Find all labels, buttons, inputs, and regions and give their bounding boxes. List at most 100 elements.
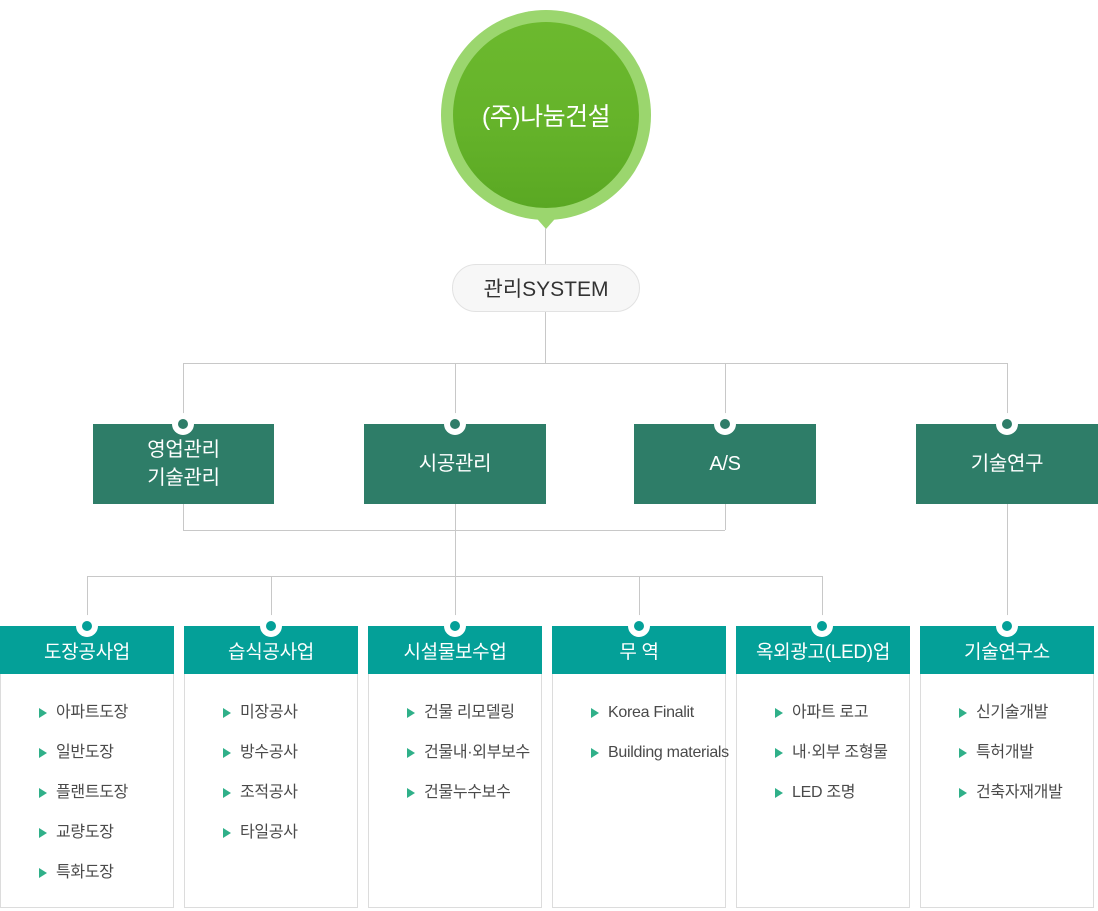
connector-dot-col-5 — [811, 615, 833, 637]
bullet-arrow-icon — [775, 708, 783, 718]
list-item-label: 플랜트도장 — [56, 784, 129, 801]
list-item-label: 건물 리모델링 — [424, 704, 515, 721]
connector-dot-col-6 — [996, 615, 1018, 637]
list-item[interactable]: 신기술개발 — [921, 693, 1093, 733]
column-header-research-institute[interactable]: 기술연구소 — [920, 626, 1094, 674]
connector-drop-construction — [455, 363, 456, 424]
bullet-arrow-icon — [223, 748, 231, 758]
list-item[interactable]: Korea Finalit — [553, 693, 725, 733]
bullet-arrow-icon — [959, 748, 967, 758]
bullet-arrow-icon — [959, 708, 967, 718]
list-item[interactable]: 타일공사 — [185, 813, 357, 853]
connector-dot-sales-tech — [172, 413, 194, 435]
dept-box-construction[interactable]: 시공관리 — [364, 424, 546, 504]
list-item[interactable]: 특허개발 — [921, 733, 1093, 773]
list-item[interactable]: 방수공사 — [185, 733, 357, 773]
list-item[interactable]: Building materials — [553, 733, 729, 773]
root-node-tail — [531, 212, 561, 229]
list-item-label: 일반도장 — [56, 744, 114, 761]
column-wet-works: 습식공사업 미장공사 방수공사 조적공사 타일공사 — [184, 626, 358, 908]
column-body-wet-works: 미장공사 방수공사 조적공사 타일공사 — [184, 674, 358, 908]
column-body-facility-repair: 건물 리모델링 건물내·외부보수 건물누수보수 — [368, 674, 542, 908]
list-item-label: 내·외부 조형물 — [792, 744, 888, 761]
column-body-research-institute: 신기술개발 특허개발 건축자재개발 — [920, 674, 1094, 908]
column-painting: 도장공사업 아파트도장 일반도장 플랜트도장 교량도장 특화도장 — [0, 626, 174, 908]
connector-sales-down — [183, 504, 184, 530]
connector-drop-rnd — [1007, 363, 1008, 424]
bullet-arrow-icon — [223, 788, 231, 798]
bullet-arrow-icon — [39, 788, 47, 798]
bullet-arrow-icon — [775, 748, 783, 758]
connector-dot-as — [714, 413, 736, 435]
bullet-arrow-icon — [39, 708, 47, 718]
dept-box-rnd[interactable]: 기술연구 — [916, 424, 1098, 504]
list-item-label: 아파트도장 — [56, 704, 129, 721]
connector-dot-col-1 — [76, 615, 98, 637]
list-item[interactable]: 건물누수보수 — [369, 773, 541, 813]
list-item[interactable]: 내·외부 조형물 — [737, 733, 909, 773]
bullet-arrow-icon — [223, 708, 231, 718]
list-item-label: LED 조명 — [792, 784, 856, 801]
list-item[interactable]: LED 조명 — [737, 773, 909, 813]
connector-as-down — [725, 504, 726, 530]
list-item-label: 타일공사 — [240, 824, 298, 841]
column-research-institute: 기술연구소 신기술개발 특허개발 건축자재개발 — [920, 626, 1094, 908]
bullet-arrow-icon — [39, 868, 47, 878]
list-item[interactable]: 건물 리모델링 — [369, 693, 541, 733]
connector-drop-col-6 — [1007, 504, 1008, 626]
connector-root-to-system — [545, 228, 546, 264]
list-item-label: 특허개발 — [976, 744, 1034, 761]
bullet-arrow-icon — [223, 828, 231, 838]
connector-drop-as — [725, 363, 726, 424]
connector-drop-sales — [183, 363, 184, 424]
column-header-trade[interactable]: 무 역 — [552, 626, 726, 674]
bullet-arrow-icon — [407, 788, 415, 798]
connector-dot-col-4 — [628, 615, 650, 637]
column-body-trade: Korea Finalit Building materials — [552, 674, 729, 908]
column-body-painting: 아파트도장 일반도장 플랜트도장 교량도장 특화도장 — [0, 674, 174, 908]
list-item[interactable]: 일반도장 — [1, 733, 173, 773]
column-facility-repair: 시설물보수업 건물 리모델링 건물내·외부보수 건물누수보수 — [368, 626, 542, 908]
list-item[interactable]: 아파트 로고 — [737, 693, 909, 733]
column-outdoor-ad-led: 옥외광고(LED)업 아파트 로고 내·외부 조형물 LED 조명 — [736, 626, 910, 908]
connector-drop-col-4 — [639, 576, 640, 626]
connector-level2-bus — [183, 363, 1008, 364]
bullet-arrow-icon — [407, 748, 415, 758]
list-item-label: 건물누수보수 — [424, 784, 511, 801]
bullet-arrow-icon — [39, 748, 47, 758]
bullet-arrow-icon — [591, 748, 599, 758]
list-item-label: Korea Finalit — [608, 704, 694, 721]
connector-construction-trunk — [455, 504, 456, 576]
connector-drop-col-2 — [271, 576, 272, 626]
list-item[interactable]: 교량도장 — [1, 813, 173, 853]
list-item[interactable]: 조적공사 — [185, 773, 357, 813]
list-item[interactable]: 아파트도장 — [1, 693, 173, 733]
list-item[interactable]: 건축자재개발 — [921, 773, 1093, 813]
list-item-label: Building materials — [608, 744, 729, 761]
list-item-label: 교량도장 — [56, 824, 114, 841]
connector-drop-col-5 — [822, 576, 823, 626]
dept-box-as[interactable]: A/S — [634, 424, 816, 504]
bullet-arrow-icon — [775, 788, 783, 798]
list-item-label: 아파트 로고 — [792, 704, 869, 721]
connector-drop-col-1 — [87, 576, 88, 626]
list-item-label: 특화도장 — [56, 864, 114, 881]
list-item-label: 방수공사 — [240, 744, 298, 761]
bullet-arrow-icon — [39, 828, 47, 838]
system-node[interactable]: 관리SYSTEM — [452, 264, 640, 312]
list-item[interactable]: 건물내·외부보수 — [369, 733, 541, 773]
bullet-arrow-icon — [959, 788, 967, 798]
list-item-label: 건축자재개발 — [976, 784, 1063, 801]
bullet-arrow-icon — [407, 708, 415, 718]
list-item[interactable]: 플랜트도장 — [1, 773, 173, 813]
list-item-label: 조적공사 — [240, 784, 298, 801]
list-item[interactable]: 특화도장 — [1, 853, 173, 893]
connector-drop-col-3 — [455, 576, 456, 626]
connector-system-to-trunk — [545, 312, 546, 363]
bullet-arrow-icon — [591, 708, 599, 718]
root-node: (주)나눔건설 — [441, 10, 651, 220]
list-item[interactable]: 미장공사 — [185, 693, 357, 733]
